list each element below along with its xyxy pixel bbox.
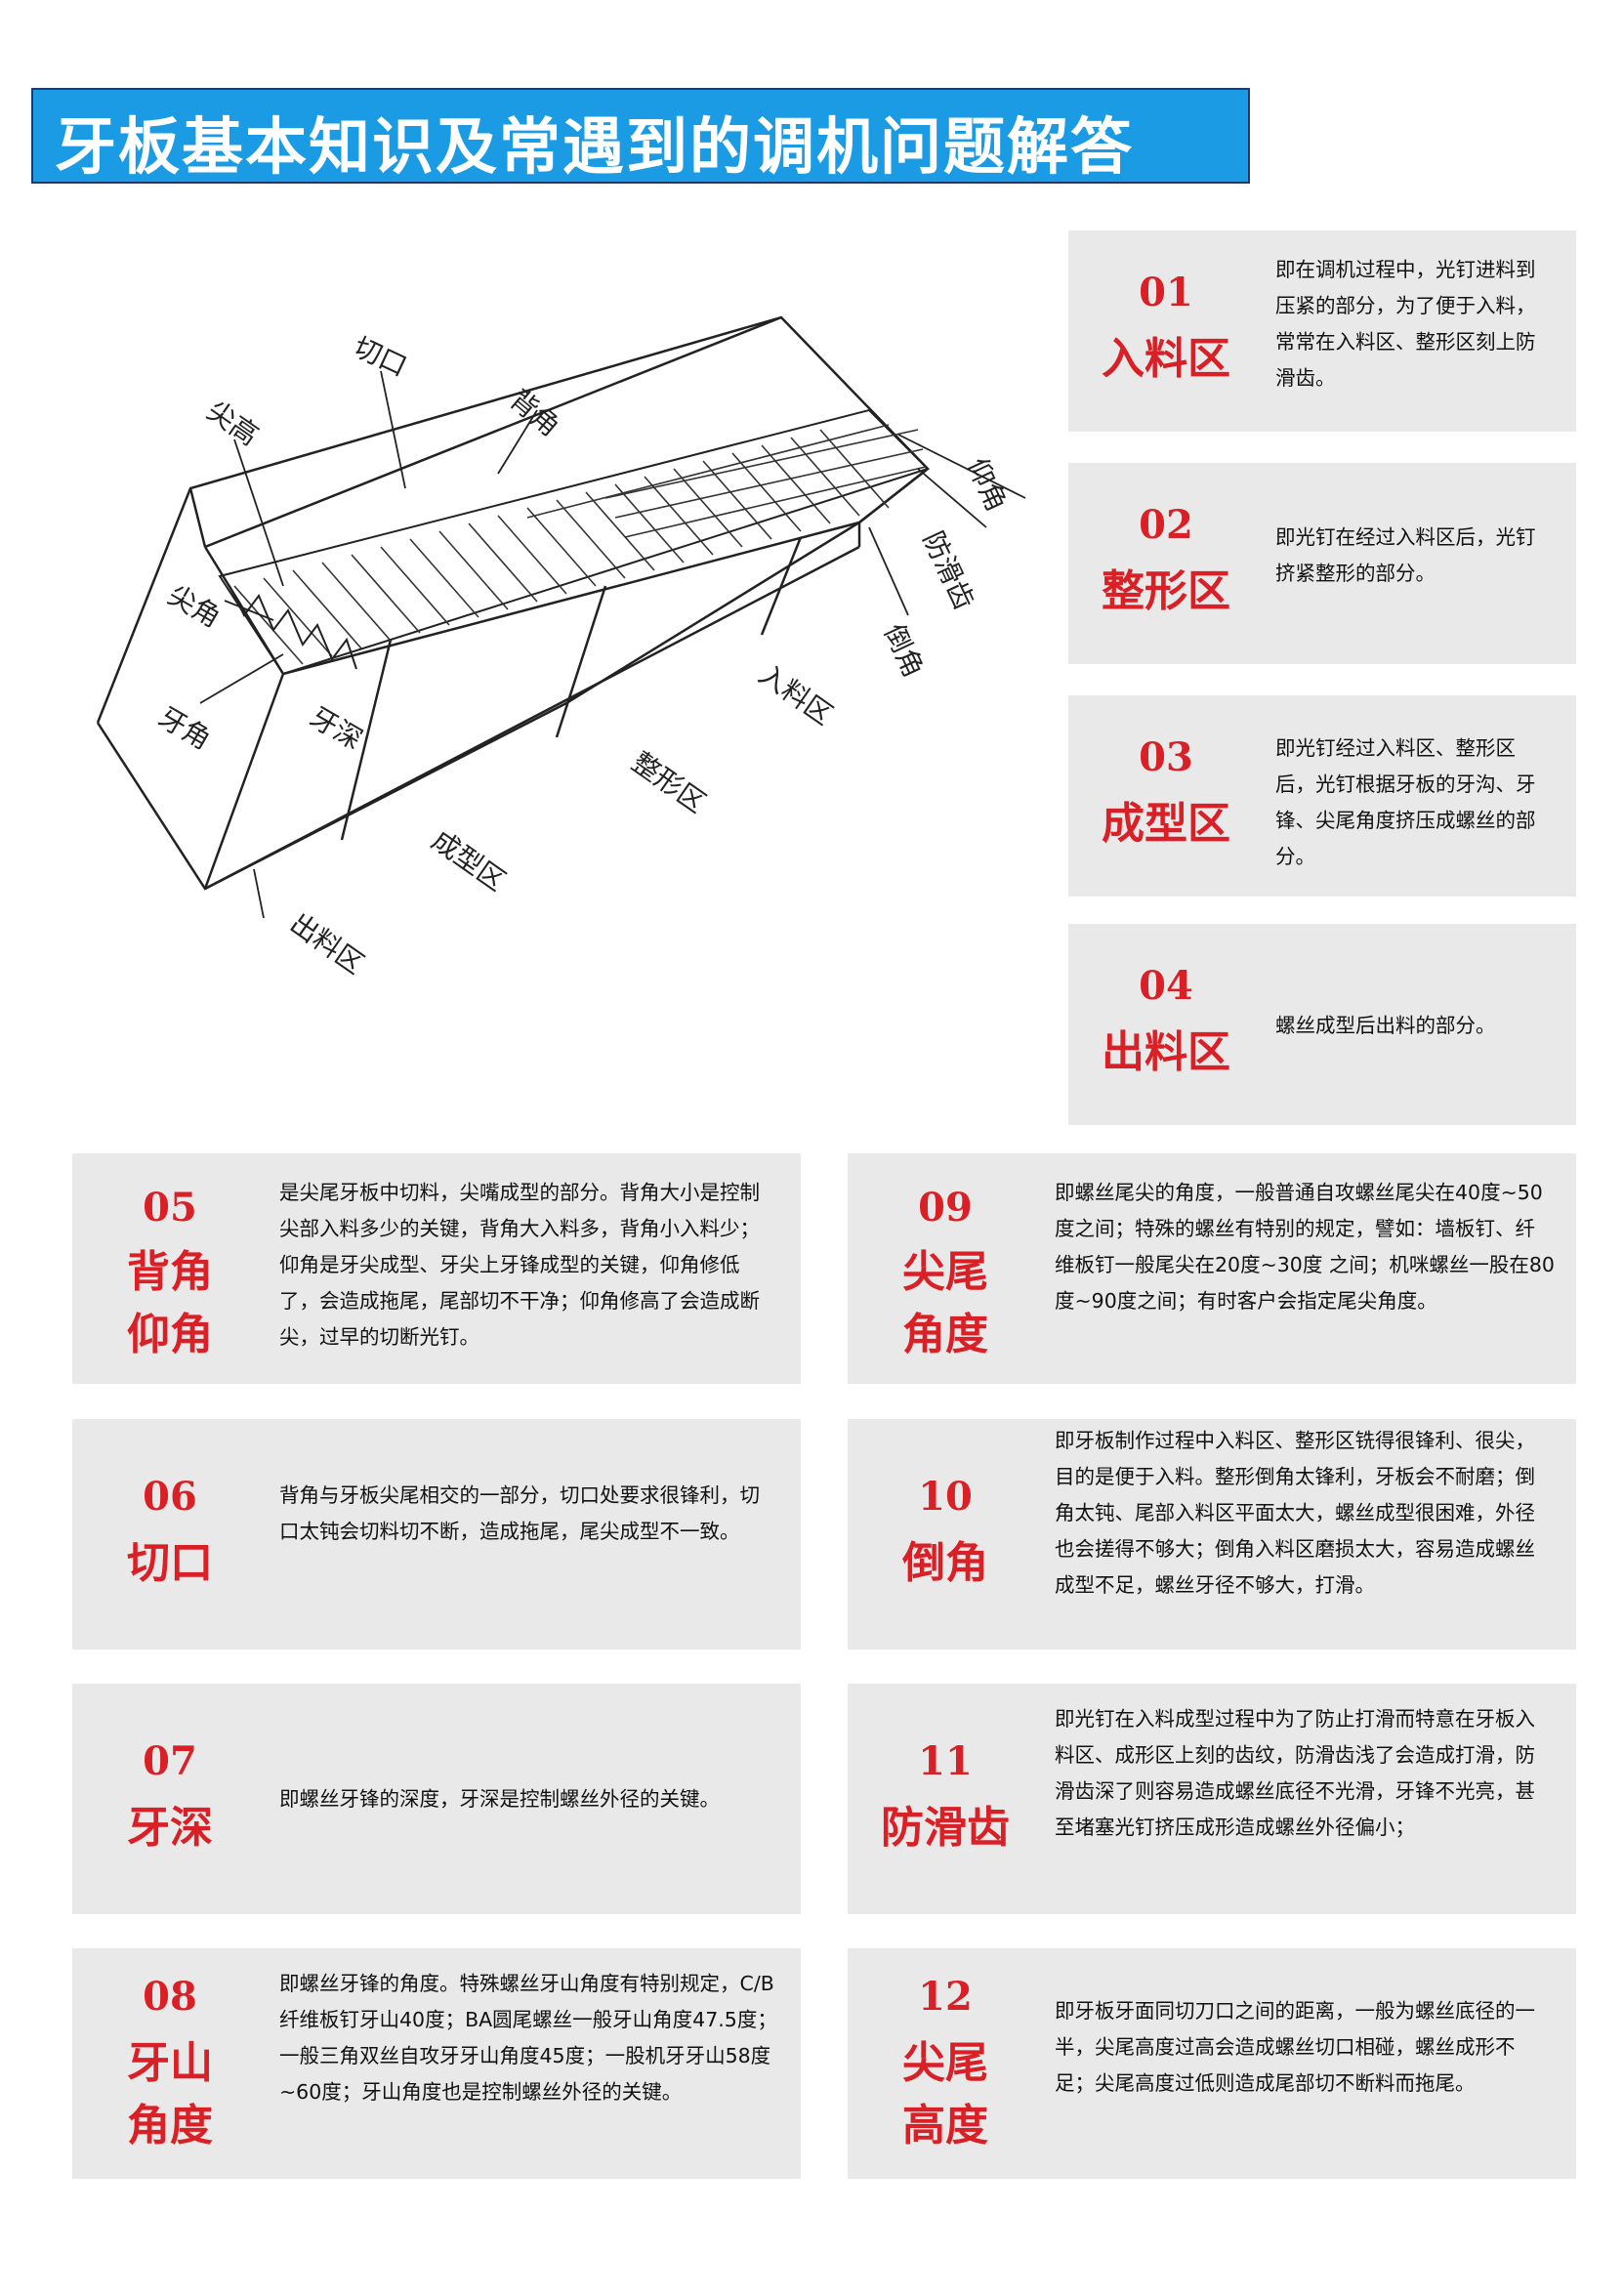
card-04: 04 出料区 螺丝成型后出料的部分。 (1068, 924, 1576, 1125)
label-qiekou: 切口 (349, 330, 412, 383)
card-number: 02 (1139, 502, 1193, 548)
label-zhengxingqu: 整形区 (626, 746, 712, 819)
label-daojiao: 倒角 (878, 619, 931, 683)
card-number: 01 (1139, 270, 1193, 315)
card-03: 03 成型区 即光钉经过入料区、整形区后，光钉根据牙板的牙沟、牙锋、尖尾角度挤压… (1068, 695, 1576, 897)
card-05: 05 背角仰角 是尖尾牙板中切料，尖嘴成型的部分。背角大小是控制尖部入料多少的关… (72, 1153, 801, 1384)
label-beijiao: 背角 (504, 383, 566, 442)
card-description: 螺丝成型后出料的部分。 (1275, 1014, 1496, 1037)
label-yashen: 牙深 (305, 700, 368, 756)
card-number: 05 (143, 1185, 197, 1231)
card-number: 11 (918, 1738, 973, 1784)
card-description: 即光钉在入料成型过程中为了防止打滑而特意在牙板入料区、成形区上刻的齿纹，防滑齿浅… (1055, 1707, 1535, 1839)
card-description: 是尖尾牙板中切料，尖嘴成型的部分。背角大小是控制尖部入料多少的关键，背角大入料多… (279, 1181, 760, 1349)
card-description: 即牙板制作过程中入料区、整形区铣得很锋利、很尖，目的是便于入料。整形倒角太锋利，… (1055, 1429, 1535, 1597)
label-yangjiao: 仰角 (961, 453, 1014, 517)
card-title: 背角仰角 (127, 1247, 213, 1359)
card-description: 即螺丝牙锋的角度。特殊螺丝牙山角度有特别规定，C/B纤维板钉牙山40度；BA圆尾… (279, 1972, 777, 2104)
card-description: 即在调机过程中，光钉进料到压紧的部分，为了便于入料，常常在入料区、整形区刻上防滑… (1275, 258, 1536, 390)
card-title: 尖尾高度 (902, 2038, 988, 2150)
card-title: 切口 (127, 1538, 213, 1588)
title-banner: 牙板基本知识及常遇到的调机问题解答 (31, 88, 1250, 184)
card-number: 10 (918, 1474, 973, 1520)
card-08: 08 牙山角度 即螺丝牙锋的角度。特殊螺丝牙山角度有特别规定，C/B纤维板钉牙山… (72, 1948, 801, 2179)
card-title: 防滑齿 (881, 1803, 1010, 1853)
card-09: 09 尖尾角度 即螺丝尾尖的角度，一般普通自攻螺丝尾尖在40度~50度之间；特殊… (848, 1153, 1576, 1384)
page-title: 牙板基本知识及常遇到的调机问题解答 (55, 111, 1134, 183)
card-02: 02 整形区 即光钉在经过入料区后，光钉挤紧整形的部分。 (1068, 463, 1576, 664)
label-ruliaoqu: 入料区 (753, 658, 839, 731)
card-number: 04 (1139, 963, 1193, 1009)
card-title: 牙山角度 (127, 2038, 213, 2150)
label-yajiao: 牙角 (153, 700, 217, 756)
card-description: 即螺丝牙锋的深度，牙深是控制螺丝外径的关键。 (279, 1787, 720, 1811)
label-chengxingqu: 成型区 (426, 824, 512, 898)
label-chuliaoqu: 出料区 (284, 907, 370, 981)
card-number: 12 (918, 1974, 973, 2020)
label-jianjiao: 尖角 (163, 578, 227, 634)
card-title: 整形区 (1102, 566, 1230, 616)
card-title: 牙深 (127, 1803, 213, 1853)
card-number: 09 (918, 1185, 973, 1231)
card-title: 成型区 (1102, 799, 1230, 849)
card-12: 12 尖尾高度 即牙板牙面同切刀口之间的距离，一般为螺丝底径的一半，尖尾高度过高… (848, 1948, 1576, 2179)
card-title: 入料区 (1102, 334, 1230, 384)
card-number: 07 (143, 1738, 197, 1784)
card-description: 背角与牙板尖尾相交的一部分，切口处要求很锋利，切口太钝会切料切不断，造成拖尾，尾… (279, 1483, 760, 1543)
thread-roll-die-diagram: 切口 背角 尖高 仰角 防滑齿 倒角 尖角 牙角 牙深 入料区 整形区 成型区 … (96, 315, 1026, 981)
label-fanghuachi: 防滑齿 (917, 526, 980, 614)
card-number: 03 (1139, 734, 1193, 780)
card-number: 06 (143, 1474, 197, 1520)
card-07: 07 牙深 即螺丝牙锋的深度，牙深是控制螺丝外径的关键。 (72, 1684, 801, 1914)
card-title: 出料区 (1102, 1027, 1230, 1077)
card-title: 倒角 (902, 1538, 988, 1588)
card-description: 即牙板牙面同切刀口之间的距离，一般为螺丝底径的一半，尖尾高度过高会造成螺丝切口相… (1055, 1999, 1535, 2095)
card-description: 即螺丝尾尖的角度，一般普通自攻螺丝尾尖在40度~50度之间；特殊的螺丝有特别的规… (1055, 1181, 1555, 1313)
card-06: 06 切口 背角与牙板尖尾相交的一部分，切口处要求很锋利，切口太钝会切料切不断，… (72, 1419, 801, 1649)
card-description: 即光钉经过入料区、整形区后，光钉根据牙板的牙沟、牙锋、尖尾角度挤压成螺丝的部分。 (1275, 736, 1536, 868)
card-10: 10 倒角 即牙板制作过程中入料区、整形区铣得很锋利、很尖，目的是便于入料。整形… (848, 1419, 1576, 1649)
card-number: 08 (143, 1974, 197, 2020)
label-jiangao: 尖高 (201, 395, 265, 452)
card-11: 11 防滑齿 即光钉在入料成型过程中为了防止打滑而特意在牙板入料区、成形区上刻的… (848, 1684, 1576, 1914)
card-01: 01 入料区 即在调机过程中，光钉进料到压紧的部分，为了便于入料，常常在入料区、… (1068, 230, 1576, 432)
card-description: 即光钉在经过入料区后，光钉挤紧整形的部分。 (1275, 525, 1536, 585)
card-title: 尖尾角度 (902, 1247, 988, 1359)
